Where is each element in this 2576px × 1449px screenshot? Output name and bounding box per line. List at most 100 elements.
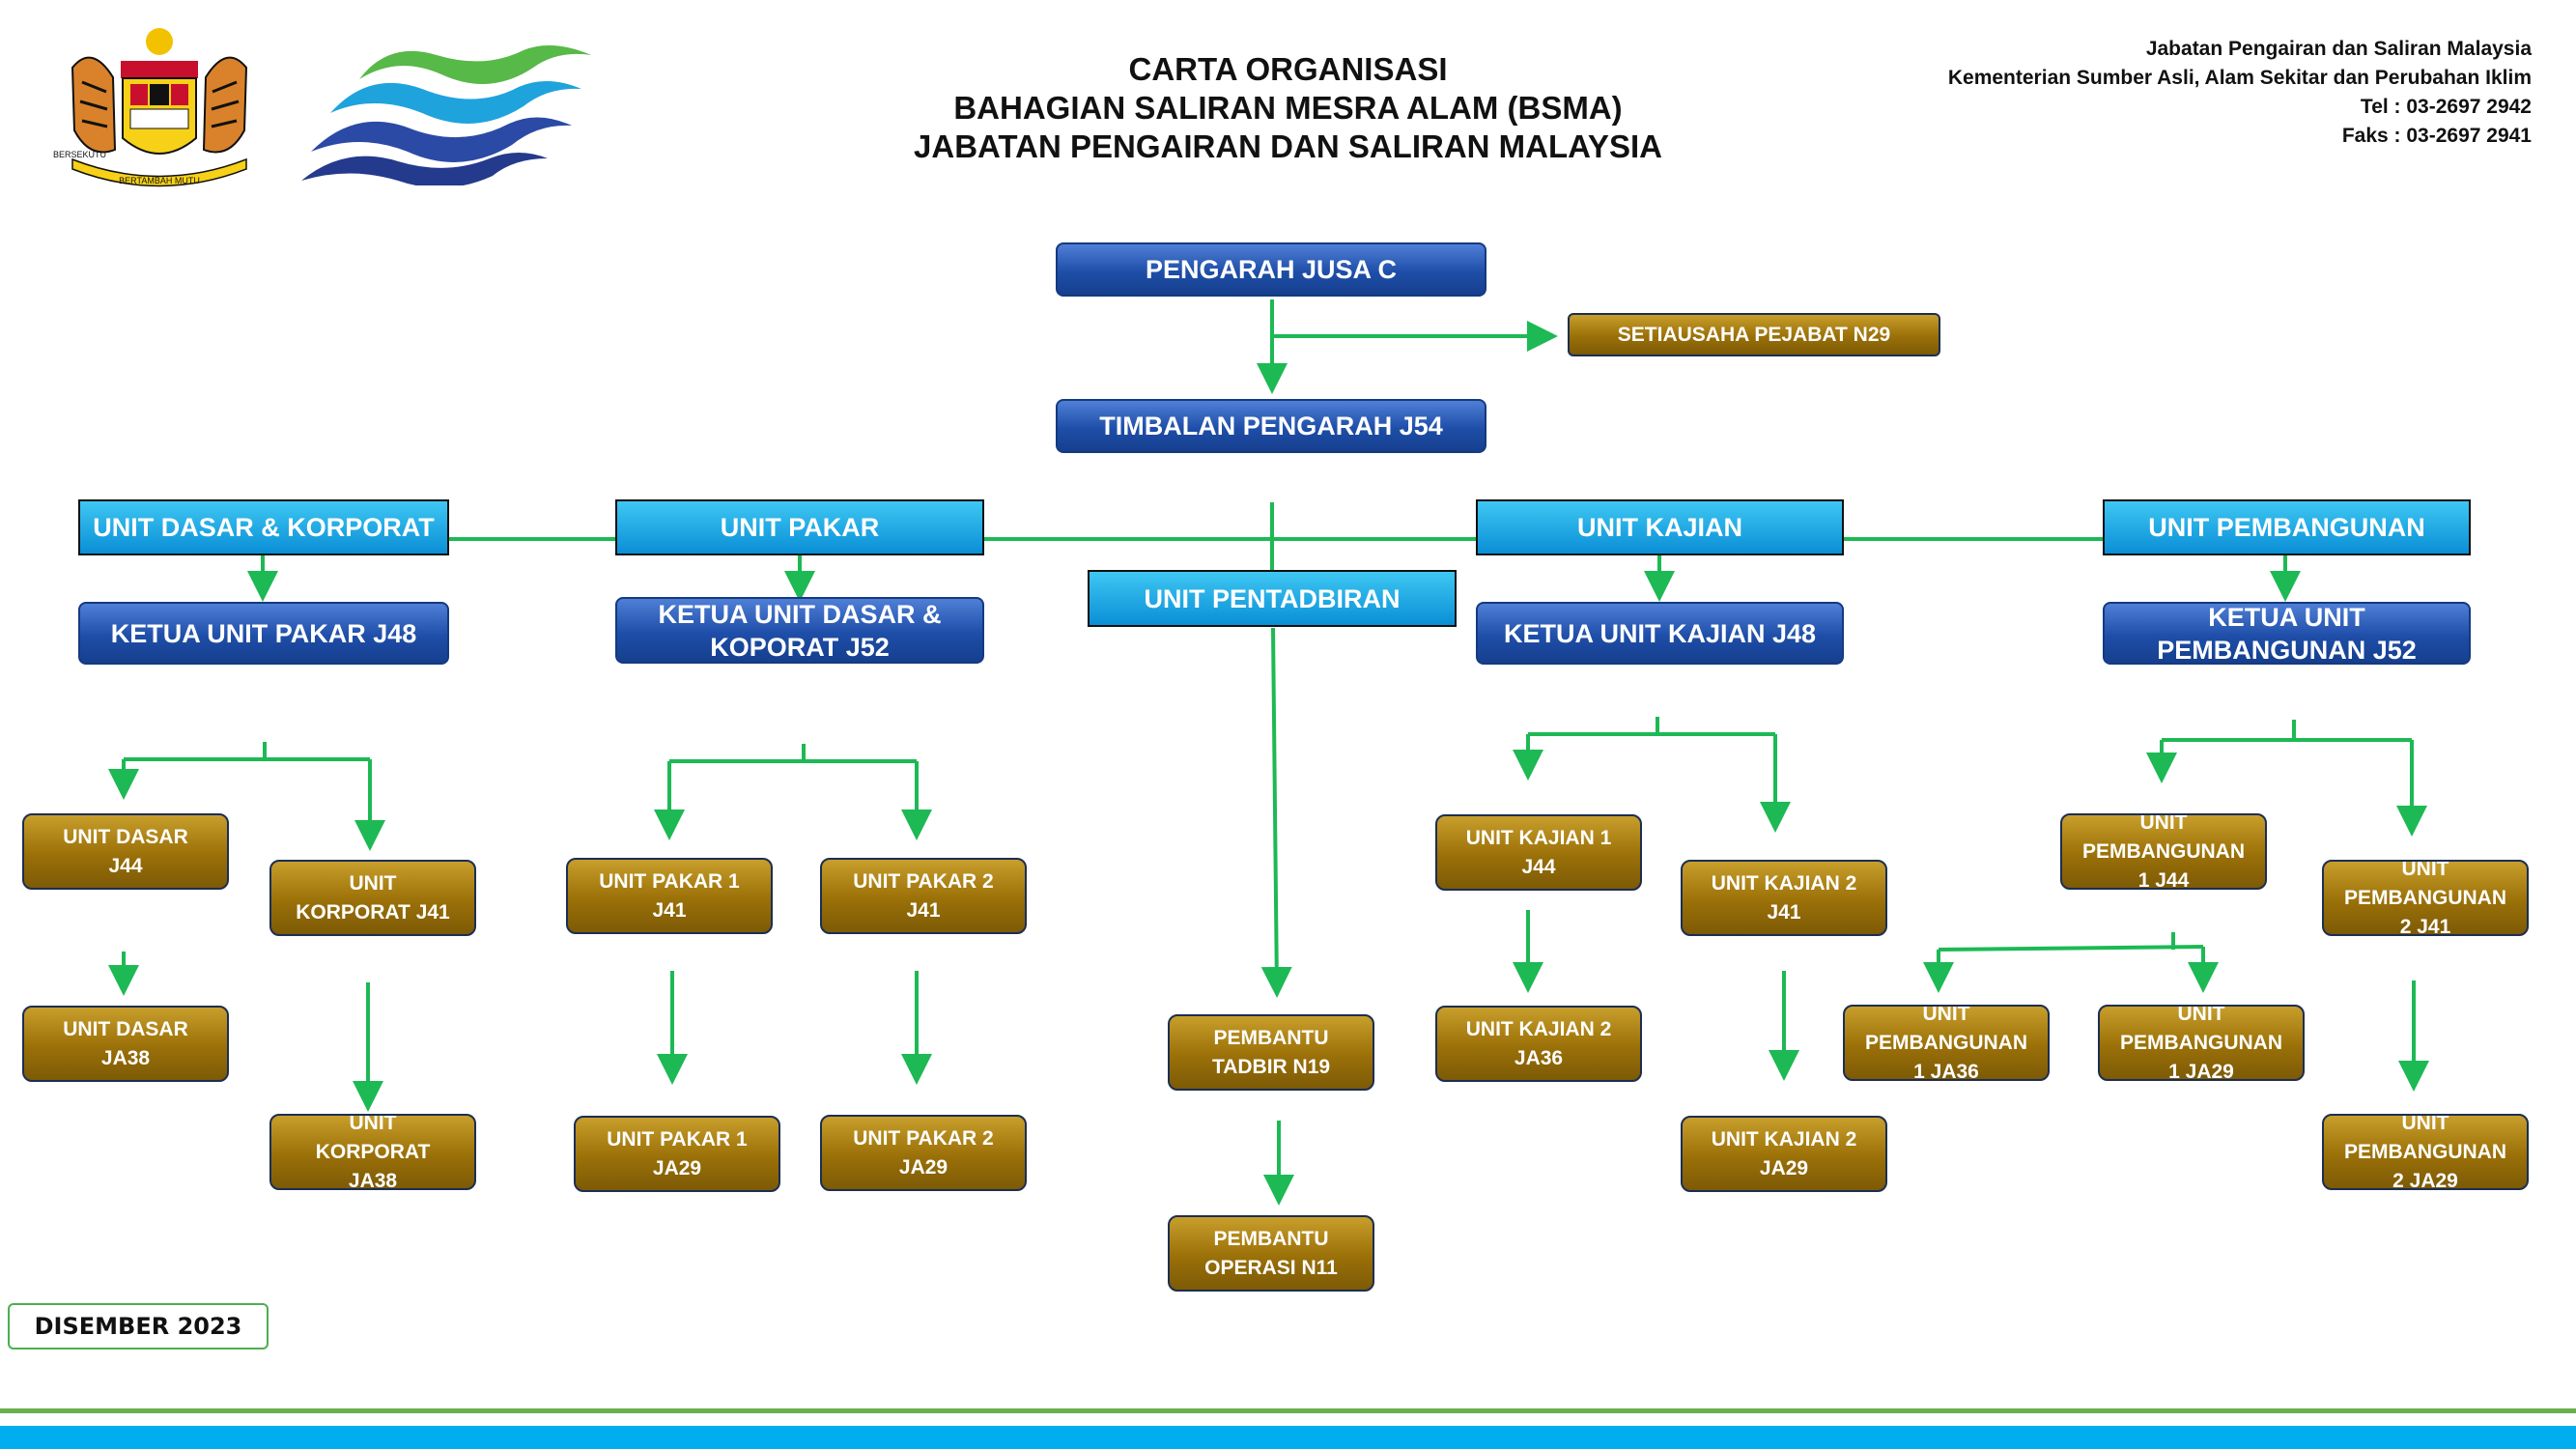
head-pakar-line-2: KOPORAT J52 xyxy=(710,632,890,662)
unit-pembangunan-box: UNIT PEMBANGUNAN xyxy=(2103,499,2471,555)
staff-line: PEMBANTU xyxy=(1213,1026,1329,1049)
staff-line: PEMBANGUNAN xyxy=(2344,1140,2506,1163)
staff-line: UNIT xyxy=(2401,860,2449,880)
contact-ministry: Kementerian Sumber Asli, Alam Sekitar da… xyxy=(1947,67,2532,89)
deputy-box: TIMBALAN PENGARAH J54 xyxy=(1056,399,1486,453)
contact-fax: Faks : 03-2697 2941 xyxy=(2341,125,2532,147)
staff-line: UNIT xyxy=(2177,1005,2225,1025)
staff-line: UNIT KAJIAN 2 xyxy=(1711,871,1857,895)
staff-unit-kajian2-j41: UNIT KAJIAN 2 J41 xyxy=(1681,860,1887,936)
staff-line: UNIT DASAR xyxy=(63,825,188,848)
malaysia-crest-logo: BERSEKUTU BERTAMBAH MUTU xyxy=(53,24,266,193)
staff-line: OPERASI N11 xyxy=(1204,1256,1338,1279)
staff-unit-korporat-ja38: UNIT KORPORAT JA38 xyxy=(269,1114,476,1190)
staff-line: UNIT PAKAR 1 xyxy=(599,869,740,893)
staff-line: 1 JA29 xyxy=(2168,1060,2234,1081)
staff-line: J44 xyxy=(108,854,143,877)
contact-block: Jabatan Pengairan dan Saliran Malaysia K… xyxy=(1948,35,2532,151)
staff-line: JA29 xyxy=(1759,1156,1809,1179)
unit-kajian-label: UNIT KAJIAN xyxy=(1576,513,1742,542)
staff-line: UNIT PAKAR 1 xyxy=(607,1127,748,1151)
unit-pentadbiran-box: UNIT PENTADBIRAN xyxy=(1088,570,1457,627)
footer-green-rule xyxy=(0,1408,2576,1413)
staff-line: UNIT xyxy=(2401,1114,2449,1134)
contact-tel: Tel : 03-2697 2942 xyxy=(2360,96,2532,118)
footer-blue-bar xyxy=(0,1426,2576,1449)
staff-line: UNIT KAJIAN 2 xyxy=(1465,1017,1612,1040)
head-pembangunan-line-2: PEMBANGUNAN J52 xyxy=(2157,635,2417,665)
staff-line: PEMBANGUNAN xyxy=(2120,1031,2282,1054)
staff-line: J41 xyxy=(1767,900,1801,923)
director-label: PENGARAH JUSA C xyxy=(1145,255,1398,284)
head-dasar-label: KETUA UNIT PAKAR J48 xyxy=(110,618,417,648)
director-box: PENGARAH JUSA C xyxy=(1056,242,1486,297)
title-line-1: CARTA ORGANISASI xyxy=(1128,51,1448,87)
staff-line: KORPORAT J41 xyxy=(296,900,450,923)
staff-line: PEMBANGUNAN xyxy=(2082,839,2245,863)
staff-line: JA36 xyxy=(1514,1046,1564,1069)
contact-dept: Jabatan Pengairan dan Saliran Malaysia xyxy=(2145,38,2532,60)
staff-line: PEMBANTU xyxy=(1213,1227,1329,1250)
crest-motto-bottom: BERTAMBAH MUTU xyxy=(119,176,200,185)
head-pembangunan-box: KETUA UNIT PEMBANGUNAN J52 xyxy=(2103,602,2471,665)
staff-unit-pembangunan1-ja36: UNIT PEMBANGUNAN 1 JA36 xyxy=(1843,1005,2050,1081)
staff-line: UNIT KAJIAN 2 xyxy=(1711,1127,1857,1151)
staff-unit-pembangunan2-ja29: UNIT PEMBANGUNAN 2 JA29 xyxy=(2322,1114,2529,1190)
staff-line: UNIT xyxy=(1922,1005,1970,1025)
head-dasar-box: KETUA UNIT PAKAR J48 xyxy=(78,602,449,665)
unit-kajian-box: UNIT KAJIAN xyxy=(1476,499,1844,555)
staff-line: JA29 xyxy=(652,1156,702,1179)
crest-motto-left: BERSEKUTU xyxy=(53,150,107,159)
staff-line: JA38 xyxy=(100,1046,151,1069)
staff-line: UNIT PAKAR 2 xyxy=(853,1126,994,1150)
staff-unit-kajian2-ja36: UNIT KAJIAN 2 JA36 xyxy=(1435,1006,1642,1082)
head-pakar-box: KETUA UNIT DASAR & KOPORAT J52 xyxy=(615,597,984,664)
title-line-2: BAHAGIAN SALIRAN MESRA ALAM (BSMA) xyxy=(953,90,1623,126)
staff-line: PEMBANGUNAN xyxy=(1865,1031,2027,1054)
staff-line: 2 JA29 xyxy=(2392,1169,2458,1190)
staff-unit-pakar1-ja29: UNIT PAKAR 1 JA29 xyxy=(574,1116,780,1192)
staff-line: J41 xyxy=(906,898,941,922)
staff-unit-kajian1-j44: UNIT KAJIAN 1 J44 xyxy=(1435,814,1642,891)
jps-waves-logo-icon xyxy=(301,45,591,188)
staff-unit-kajian2-ja29: UNIT KAJIAN 2 JA29 xyxy=(1681,1116,1887,1192)
staff-line: UNIT DASAR xyxy=(63,1017,188,1040)
unit-dasar-korporat-box: UNIT DASAR & KORPORAT xyxy=(78,499,449,555)
unit-pakar-box: UNIT PAKAR xyxy=(615,499,984,555)
head-pembangunan-line-1: KETUA UNIT xyxy=(2208,602,2365,632)
secretary-label: SETIAUSAHA PEJABAT N29 xyxy=(1617,323,1891,346)
unit-dasar-label: UNIT DASAR & KORPORAT xyxy=(93,513,435,542)
staff-unit-pembangunan1-ja29: UNIT PEMBANGUNAN 1 JA29 xyxy=(2098,1005,2305,1081)
unit-pentadbiran-label: UNIT PENTADBIRAN xyxy=(1144,583,1401,613)
staff-line: 2 J41 xyxy=(2399,915,2451,936)
head-pakar-line-1: KETUA UNIT DASAR & xyxy=(658,599,942,629)
staff-unit-pakar2-ja29: UNIT PAKAR 2 JA29 xyxy=(820,1115,1027,1191)
deputy-label: TIMBALAN PENGARAH J54 xyxy=(1099,412,1443,440)
staff-line: PEMBANGUNAN xyxy=(2344,886,2506,909)
staff-line: KORPORAT xyxy=(315,1140,431,1163)
date-label: DISEMBER 2023 xyxy=(8,1303,269,1350)
jps-logo xyxy=(301,31,591,188)
chart-title: CARTA ORGANISASI BAHAGIAN SALIRAN MESRA … xyxy=(0,50,2576,166)
staff-pembantu-tadbir-n19: PEMBANTU TADBIR N19 xyxy=(1168,1014,1374,1091)
staff-line: UNIT KAJIAN 1 xyxy=(1465,826,1612,849)
staff-unit-korporat-j41: UNIT KORPORAT J41 xyxy=(269,860,476,936)
staff-line: TADBIR N19 xyxy=(1211,1055,1331,1078)
secretary-box: SETIAUSAHA PEJABAT N29 xyxy=(1568,313,1940,356)
unit-pakar-label: UNIT PAKAR xyxy=(720,513,880,542)
staff-line: UNIT xyxy=(349,871,397,895)
staff-line: JA29 xyxy=(898,1155,948,1179)
staff-line: JA38 xyxy=(348,1169,398,1190)
staff-line: 1 J44 xyxy=(2137,868,2190,890)
staff-line: UNIT xyxy=(2139,813,2188,834)
head-kajian-label: KETUA UNIT KAJIAN J48 xyxy=(1503,618,1817,648)
staff-pembantu-operasi-n11: PEMBANTU OPERASI N11 xyxy=(1168,1215,1374,1292)
staff-unit-pembangunan2-j41: UNIT PEMBANGUNAN 2 J41 xyxy=(2322,860,2529,936)
staff-unit-dasar-j44: UNIT DASAR J44 xyxy=(22,813,229,890)
staff-line: UNIT xyxy=(349,1114,397,1134)
staff-line: J44 xyxy=(1521,855,1556,878)
unit-pembangunan-label: UNIT PEMBANGUNAN xyxy=(2148,513,2425,542)
staff-line: 1 JA36 xyxy=(1913,1060,1979,1081)
